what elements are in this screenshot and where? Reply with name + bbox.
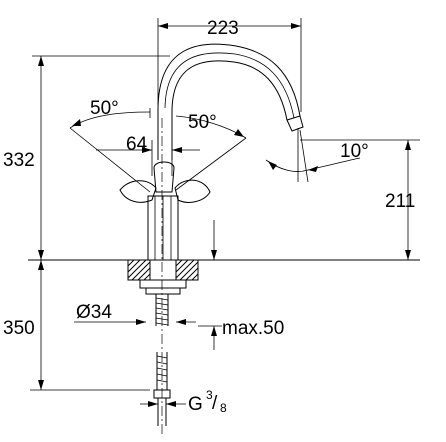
deck-section (127, 259, 199, 326)
label-connection-numerator: 3 (206, 388, 213, 402)
label-angle-left: 50° (90, 98, 119, 119)
dim-connection-thread: G 3 / 8 (140, 388, 227, 415)
label-connection-prefix: G (188, 394, 203, 415)
dim-handles: 64 50° 50° (69, 98, 247, 193)
label-connection-slash: / (212, 393, 218, 414)
faucet-body (119, 43, 304, 261)
dim-deck-thickness: max.50 (198, 220, 284, 350)
label-deck-thickness: max.50 (222, 318, 284, 339)
dim-spout-reach: 223 (157, 18, 302, 112)
label-hole-diameter: Ø34 (76, 302, 112, 323)
label-angle-right: 50° (188, 112, 217, 133)
dim-spout-angle: 10° (265, 128, 369, 183)
dim-hole-diameter: Ø34 (74, 302, 196, 325)
label-below-deck: 350 (3, 318, 35, 339)
dim-total-height: 332 (3, 55, 170, 260)
dim-below-deck: 350 (3, 260, 150, 391)
label-spout-height: 211 (385, 191, 415, 212)
dim-spout-height: 211 (300, 139, 420, 260)
label-total-height: 332 (3, 150, 35, 171)
label-spout-angle: 10° (340, 141, 369, 162)
label-connection-denominator: 8 (220, 401, 227, 415)
label-handle-spacing: 64 (126, 134, 148, 155)
label-spout-reach: 223 (207, 18, 239, 39)
